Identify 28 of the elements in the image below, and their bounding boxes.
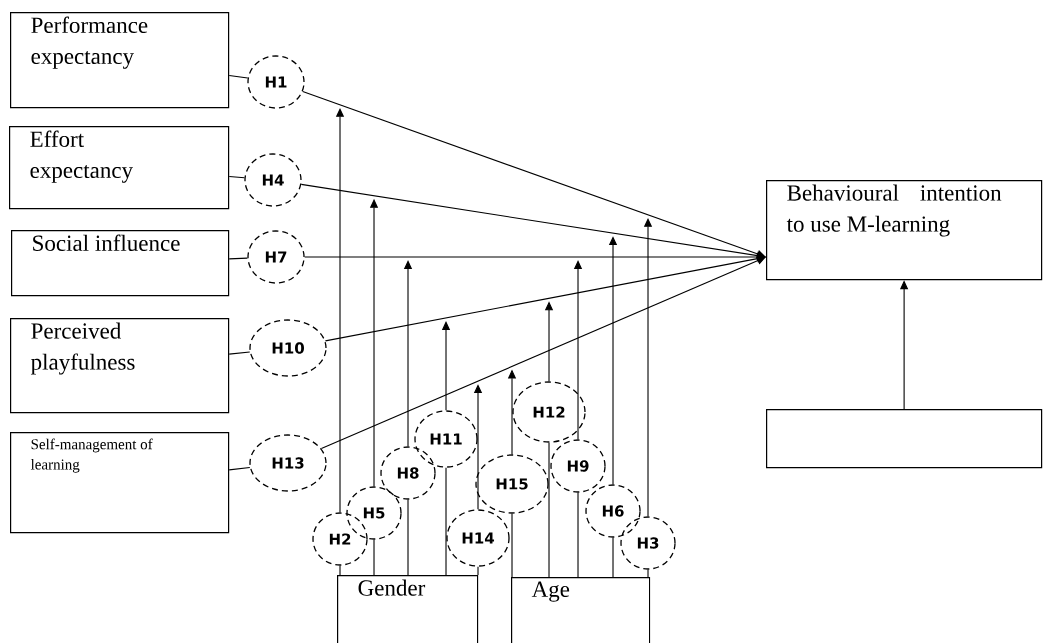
connector-line: [228, 175, 245, 179]
arrow: [300, 183, 766, 260]
connector-line: [548, 442, 550, 578]
construct-box: Behavioural intention to use M-learning: [766, 180, 1043, 281]
arrow: [320, 256, 766, 450]
connector-line: [228, 257, 248, 260]
connector-line: [228, 74, 249, 79]
connector-line: [647, 569, 649, 578]
construct-box: Gender: [337, 575, 479, 643]
construct-box: Self-management of learning: [10, 432, 230, 534]
connector-line: [373, 539, 375, 576]
construct-box: Performance expectancy: [10, 12, 230, 109]
connector-line: [445, 467, 447, 576]
empty-box: [766, 409, 1043, 469]
construct-box: Perceived playfulness: [10, 318, 230, 414]
connector-line: [477, 566, 479, 576]
connector-line: [577, 492, 579, 578]
connector-line: [339, 565, 341, 576]
connector-line: [228, 351, 251, 355]
connector-line: [511, 513, 513, 578]
construct-box: Social influence: [11, 230, 230, 297]
arrow: [302, 91, 766, 258]
connector-line: [612, 537, 614, 578]
connector-line: [407, 499, 409, 576]
arrow: [324, 254, 766, 342]
connector-line: [228, 466, 251, 471]
construct-box: Effort expectancy: [9, 126, 230, 210]
construct-box: Age: [511, 577, 651, 643]
